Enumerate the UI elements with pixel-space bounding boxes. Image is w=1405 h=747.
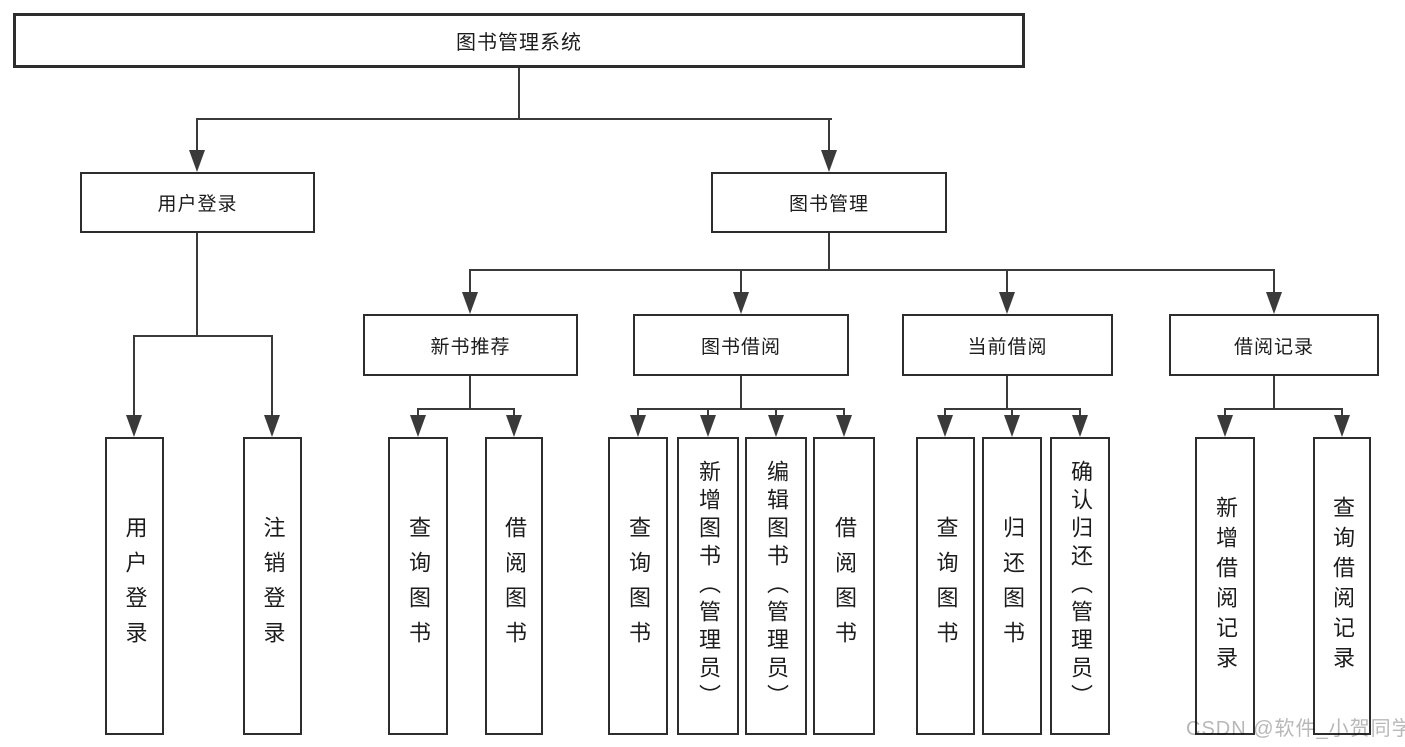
arrowhead-to-new-book-recommend [462,292,478,314]
edge-drop-borrow-borrow [843,408,845,417]
edge-book-management-trunk [828,231,830,271]
arrowhead-to-borrow-query [630,415,646,437]
edge-recommend-rail [417,408,515,410]
edge-drop-recommend-borrow [513,408,515,417]
leaf-record-add-borrow-record: 新增借阅记录 [1195,437,1255,735]
edge-book-management-rail [469,269,1275,271]
leaf-logout: 注销登录 [243,437,302,735]
arrowhead-to-current-borrow [999,292,1015,314]
arrowhead-to-current-return [1004,415,1020,437]
leaf-current-confirm-return-admin-label: 确认归还（管理员） [1068,460,1093,712]
node-book-borrow: 图书借阅 [633,314,849,376]
leaf-borrow-edit-books-admin: 编辑图书（管理员） [745,437,807,735]
edge-drop-record-add [1224,408,1226,417]
leaf-borrow-borrow-books-label: 借阅图书 [832,516,857,656]
leaf-current-return-books: 归还图书 [982,437,1042,735]
arrowhead-to-current-query [937,415,953,437]
branch-user-login: 用户登录 [80,172,315,233]
leaf-user-login-label: 用户登录 [122,516,148,656]
arrowhead-to-book-borrow [733,292,749,314]
edge-drop-recommend-query [417,408,419,417]
leaf-borrow-query-books: 查询图书 [608,437,668,735]
edge-record-rail [1224,408,1343,410]
leaf-current-query-books: 查询图书 [916,437,975,735]
edge-drop-borrow-add [707,408,709,417]
edge-root-drop-book-management [828,118,830,154]
arrowhead-to-borrow-borrow [836,415,852,437]
leaf-recommend-query-books-label: 查询图书 [406,516,431,656]
leaf-borrow-query-books-label: 查询图书 [626,516,651,656]
edge-drop-book-borrow [740,269,742,294]
leaf-borrow-add-books-admin: 新增图书（管理员） [677,437,739,735]
csdn-watermark: CSDN @软件_小贺同学 [1186,718,1405,740]
arrowhead-to-leaf-logout [264,415,280,437]
edge-current-trunk [1006,375,1008,410]
arrowhead-to-borrow-record [1266,292,1282,314]
leaf-current-return-books-label: 归还图书 [1000,516,1025,656]
arrowhead-to-current-confirm [1072,415,1088,437]
leaf-borrow-edit-books-admin-label: 编辑图书（管理员） [764,460,789,712]
arrowhead-to-record-add [1217,415,1233,437]
arrowhead-to-user-login [189,150,205,172]
leaf-record-query-borrow-record: 查询借阅记录 [1313,437,1371,735]
leaf-borrow-borrow-books: 借阅图书 [813,437,875,735]
leaf-user-login: 用户登录 [105,437,164,735]
edge-user-login-rail [133,335,273,337]
arrowhead-to-record-query [1334,415,1350,437]
leaf-recommend-query-books: 查询图书 [388,437,448,735]
arrowhead-to-book-management [821,150,837,172]
edge-drop-current-return [1011,408,1013,417]
arrowhead-to-recommend-borrow [506,415,522,437]
edge-drop-leaf-user-login [133,335,135,417]
edge-root-trunk [518,66,520,120]
arrowhead-to-borrow-edit [768,415,784,437]
edge-borrow-rail [637,408,844,410]
edge-root-drop-user-login [196,118,198,154]
leaf-current-confirm-return-admin: 确认归还（管理员） [1050,437,1110,735]
node-current-borrow: 当前借阅 [902,314,1113,376]
edge-drop-borrow-edit [775,408,777,417]
leaf-record-add-borrow-record-label: 新增借阅记录 [1213,496,1238,676]
leaf-recommend-borrow-books-label: 借阅图书 [502,516,527,656]
edge-drop-current-borrow [1006,269,1008,294]
edge-drop-record-query [1341,408,1343,417]
leaf-recommend-borrow-books: 借阅图书 [485,437,543,735]
edge-recommend-trunk [469,375,471,410]
edge-user-login-trunk [196,231,198,337]
edge-drop-borrow-query [637,408,639,417]
arrowhead-to-recommend-query [410,415,426,437]
edge-drop-borrow-record [1273,269,1275,294]
node-borrow-record: 借阅记录 [1169,314,1379,376]
edge-drop-current-confirm [1079,408,1081,417]
edge-drop-current-query [944,408,946,417]
leaf-logout-label: 注销登录 [260,516,286,656]
edge-drop-new-book-recommend [469,269,471,294]
leaf-current-query-books-label: 查询图书 [933,516,959,656]
leaf-record-query-borrow-record-label: 查询借阅记录 [1330,496,1355,676]
node-root-system: 图书管理系统 [13,13,1025,68]
leaf-borrow-add-books-admin-label: 新增图书（管理员） [696,460,721,712]
arrowhead-to-leaf-user-login [126,415,142,437]
node-new-book-recommend: 新书推荐 [363,314,578,376]
edge-record-trunk [1273,375,1275,410]
edge-drop-leaf-logout [271,335,273,417]
edge-root-rail [196,118,832,120]
edge-borrow-trunk [740,375,742,410]
arrowhead-to-borrow-add [700,415,716,437]
branch-book-management: 图书管理 [711,172,947,233]
